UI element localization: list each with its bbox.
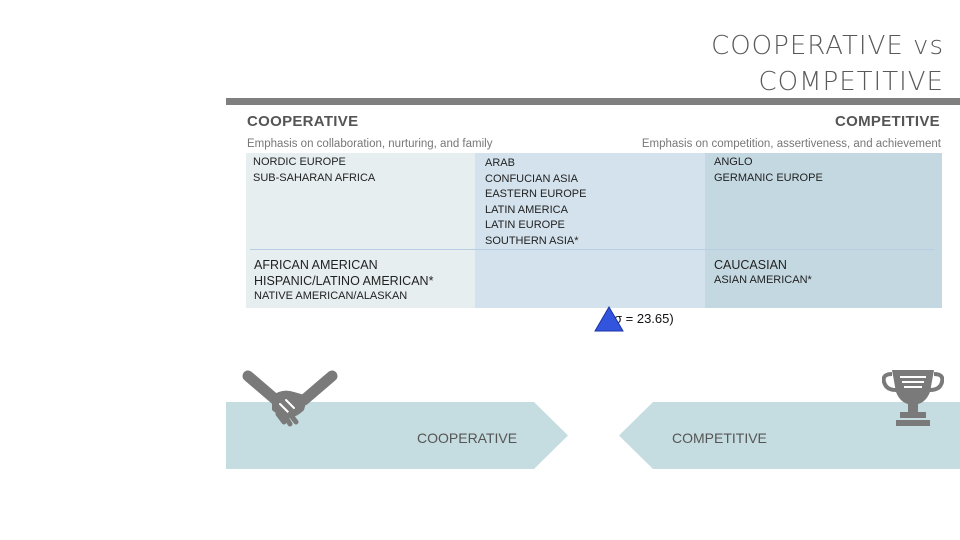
cooperative-regions-list: NORDIC EUROPE SUB-SAHARAN AFRICA xyxy=(253,155,375,186)
middle-regions-list: ARAB CONFUCIAN ASIA EASTERN EUROPE LATIN… xyxy=(485,156,586,249)
group-item: HISPANIC/LATINO AMERICAN* xyxy=(254,274,434,288)
region-item: SUB-SAHARAN AFRICA xyxy=(253,171,376,184)
cooperative-panel xyxy=(246,153,475,308)
trophy-icon xyxy=(882,370,944,426)
group-item-native-american: NATIVE AMERICAN/ALASKAN xyxy=(254,290,408,302)
region-item: EASTERN EUROPE xyxy=(485,188,587,200)
competitive-description: Emphasis on competition, assertiveness, … xyxy=(641,138,941,150)
competitive-banner-label: COMPETITIVE xyxy=(672,430,767,446)
slide-title: COOPERATIVE vs COMPETITIVE xyxy=(711,31,944,97)
cooperative-banner-label: COOPERATIVE xyxy=(417,430,518,446)
mean-marker-icon xyxy=(594,306,624,332)
middle-panel xyxy=(475,153,705,308)
title-rule xyxy=(226,98,960,105)
cooperative-arrow xyxy=(226,402,568,469)
region-item: CONFUCIAN ASIA xyxy=(485,172,578,185)
competitive-panel xyxy=(705,153,942,308)
panel-divider xyxy=(250,249,934,250)
region-item: GERMANIC EUROPE xyxy=(714,171,823,184)
mean-label: σ = 23.65) xyxy=(614,311,674,326)
competitive-heading: COMPETITIVE xyxy=(835,113,940,130)
region-item: LATIN EUROPE xyxy=(485,219,565,231)
cooperative-description: Emphasis on collaboration, nurturing, an… xyxy=(247,138,493,150)
region-item: SOUTHERN ASIA* xyxy=(485,234,579,247)
group-item: AFRICAN AMERICAN xyxy=(254,258,378,272)
cooperative-heading: COOPERATIVE xyxy=(247,113,359,130)
handshake-icon xyxy=(242,370,338,427)
group-item-caucasian: CAUCASIAN xyxy=(714,258,787,272)
region-item: ARAB xyxy=(485,157,515,169)
region-item: LATIN AMERICA xyxy=(485,203,568,216)
region-item: NORDIC EUROPE xyxy=(253,156,346,168)
group-item-asian-american: ASIAN AMERICAN* xyxy=(714,274,812,286)
competitive-arrow xyxy=(619,402,960,469)
cooperative-us-groups: AFRICAN AMERICAN HISPANIC/LATINO AMERICA… xyxy=(254,257,433,289)
competitive-regions-list: ANGLO GERMANIC EUROPE xyxy=(714,155,823,186)
region-item: ANGLO xyxy=(714,156,753,168)
